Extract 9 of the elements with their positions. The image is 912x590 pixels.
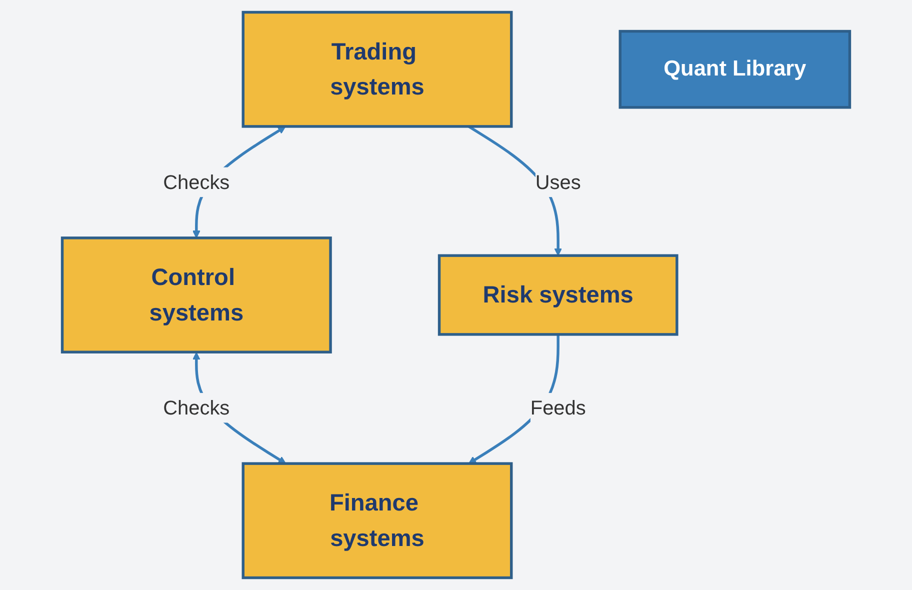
node-box: Quant Library xyxy=(618,30,852,109)
node-box: Trading systems xyxy=(242,10,513,128)
edge-label: Checks xyxy=(163,396,230,420)
edge-label: Checks xyxy=(163,170,230,194)
edge-label: Uses xyxy=(535,170,581,194)
edge-label: Feeds xyxy=(530,396,586,420)
node-box: Risk systems xyxy=(438,254,678,336)
node-box: Finance systems xyxy=(242,462,513,580)
node-box: Control systems xyxy=(60,236,332,354)
